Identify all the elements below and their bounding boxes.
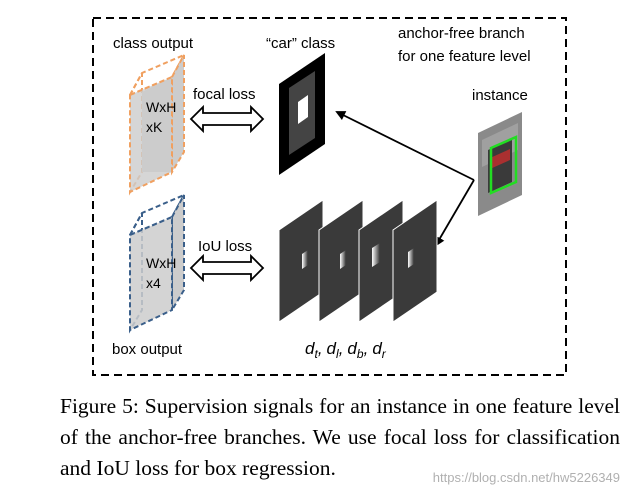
distance-labels: dt,dl,db,dr — [305, 339, 387, 361]
figure-diagram: class output WxH xK focal loss “car” cla… — [92, 17, 567, 376]
instance-bounding-box — [489, 135, 518, 195]
instance-label: instance — [472, 87, 528, 104]
arrow-to-class-map — [335, 111, 475, 181]
arrow-to-box-maps — [434, 179, 475, 247]
anchor-free-branch-frame — [92, 17, 567, 376]
figure-caption: Figure 5: Supervision signals for an ins… — [60, 391, 620, 484]
car-class-heatmap — [279, 53, 325, 175]
class-tensor-dim-line2: xK — [146, 119, 163, 135]
box-output-tensor: WxH x4 — [127, 192, 187, 334]
box-map-dl — [318, 199, 364, 323]
box-tensor-dim-line2: x4 — [146, 275, 161, 291]
watermark: https://blog.csdn.net/hw5226349 — [432, 470, 620, 485]
anchor-free-branch-line1: anchor-free branch — [398, 25, 525, 42]
instance-image — [478, 112, 522, 216]
class-output-label: class output — [113, 35, 194, 52]
box-tensor-dim-line1: WxH — [146, 255, 176, 271]
anchor-free-branch-line2: for one feature level — [398, 48, 531, 65]
iou-loss-label: IoU loss — [198, 238, 252, 255]
box-map-dr — [392, 199, 438, 323]
figure-5: class output WxH xK focal loss “car” cla… — [92, 17, 567, 376]
focal-loss-arrow — [189, 104, 265, 134]
car-class-label: “car” class — [266, 35, 335, 52]
focal-loss-label: focal loss — [193, 86, 256, 103]
box-output-label: box output — [112, 341, 183, 358]
class-tensor-dim-line1: WxH — [146, 99, 176, 115]
box-regression-maps — [278, 199, 438, 323]
class-output-tensor: WxH xK — [127, 52, 187, 196]
box-map-dt — [278, 199, 324, 323]
caption-text: Figure 5: Supervision signals for an ins… — [60, 394, 620, 480]
iou-loss-arrow — [189, 253, 265, 283]
